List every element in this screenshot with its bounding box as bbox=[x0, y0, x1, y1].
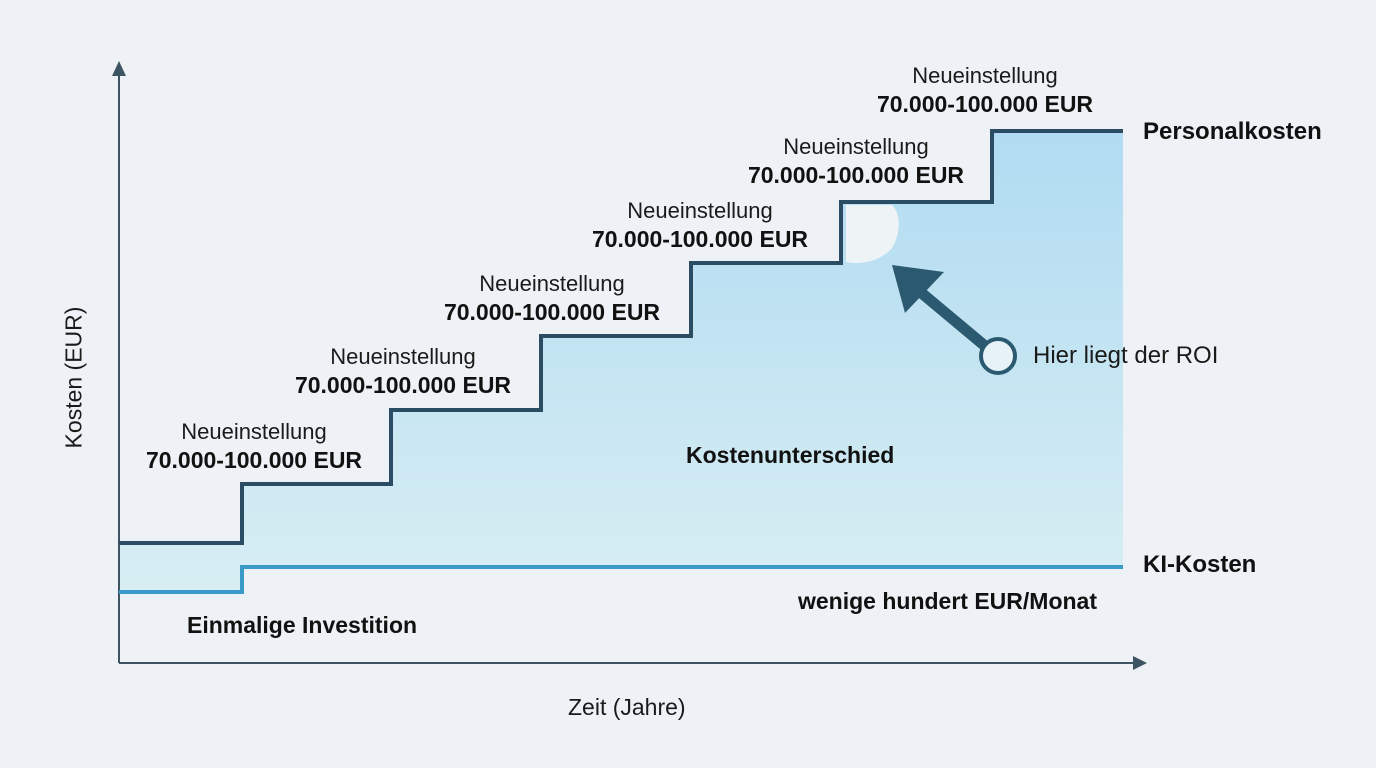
x-axis-label: Zeit (Jahre) bbox=[568, 694, 686, 720]
step-annotation-1: Neueinstellung 70.000-100.000 EUR bbox=[124, 417, 384, 475]
step-annotation-value: 70.000-100.000 EUR bbox=[145, 447, 363, 473]
roi-highlight-blob bbox=[846, 205, 899, 264]
step-annotation-4: Neueinstellung 70.000-100.000 EUR bbox=[570, 196, 830, 254]
step-annotation-2: Neueinstellung 70.000-100.000 EUR bbox=[273, 342, 533, 400]
ki-costs-line bbox=[119, 565, 1123, 594]
step-annotation-value: 70.000-100.000 EUR bbox=[876, 91, 1094, 117]
roi-arrow-icon bbox=[892, 265, 1017, 375]
ki-costs-label: KI-Kosten bbox=[1143, 551, 1257, 578]
step-annotation-3: Neueinstellung 70.000-100.000 EUR bbox=[422, 269, 682, 327]
step-annotation-title: Neueinstellung bbox=[330, 344, 476, 369]
step-annotation-value: 70.000-100.000 EUR bbox=[443, 299, 661, 325]
personal-costs-label: Personalkosten bbox=[1143, 118, 1322, 145]
roi-label: Hier liegt der ROI bbox=[1033, 342, 1219, 369]
cost-difference-label: Kostenunterschied bbox=[686, 442, 895, 468]
y-axis bbox=[112, 61, 126, 663]
one-time-investment-label: Einmalige Investition bbox=[187, 612, 418, 638]
step-annotation-value: 70.000-100.000 EUR bbox=[591, 226, 809, 252]
step-annotation-5: Neueinstellung 70.000-100.000 EUR bbox=[726, 132, 986, 190]
step-annotation-value: 70.000-100.000 EUR bbox=[747, 162, 965, 188]
step-annotation-title: Neueinstellung bbox=[627, 198, 773, 223]
step-annotation-title: Neueinstellung bbox=[783, 134, 929, 159]
step-annotation-title: Neueinstellung bbox=[181, 419, 327, 444]
y-axis-label: Kosten (EUR) bbox=[60, 306, 87, 449]
step-annotation-title: Neueinstellung bbox=[912, 63, 1058, 88]
step-annotation-title: Neueinstellung bbox=[479, 271, 625, 296]
step-annotation-6: Neueinstellung 70.000-100.000 EUR bbox=[855, 61, 1115, 119]
x-axis bbox=[119, 656, 1147, 670]
personal-costs-line bbox=[119, 129, 1123, 545]
ki-costs-sublabel: wenige hundert EUR/Monat bbox=[798, 588, 1097, 614]
step-annotation-value: 70.000-100.000 EUR bbox=[294, 372, 512, 398]
